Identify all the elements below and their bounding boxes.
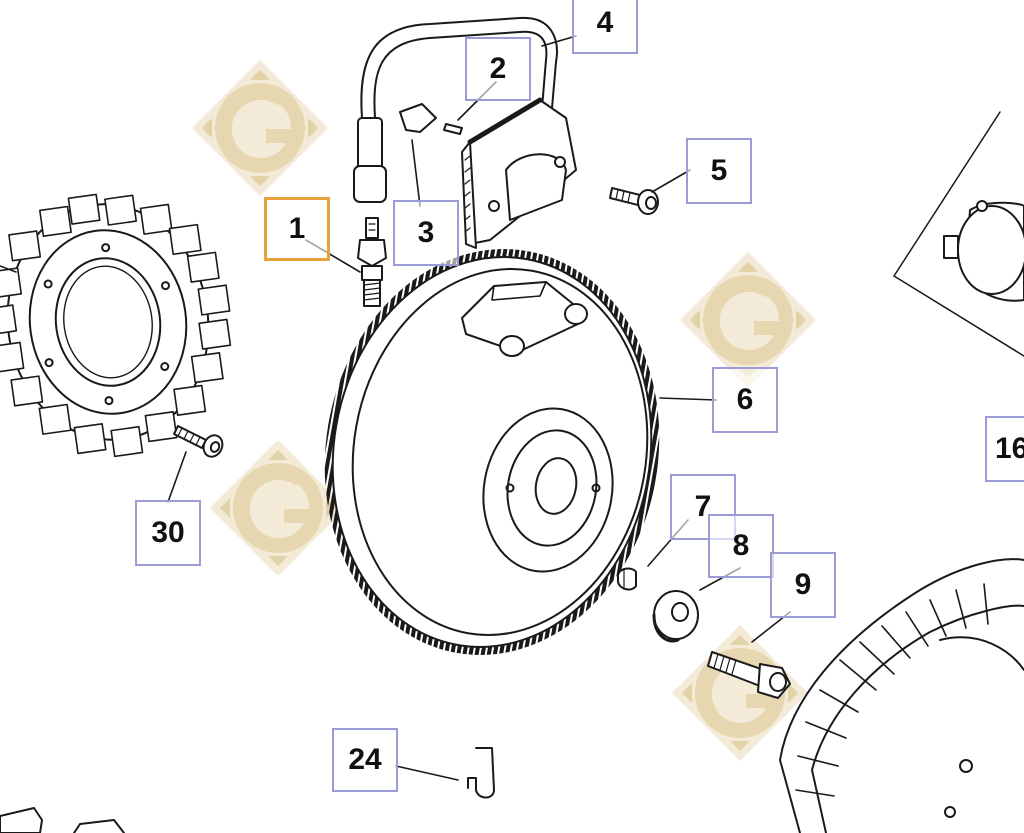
callout-part-24[interactable]: 24 — [332, 728, 398, 792]
inset-part-16 — [893, 111, 1024, 357]
callout-part-9[interactable]: 9 — [770, 552, 836, 618]
callout-part-4[interactable]: 4 — [572, 0, 638, 54]
stator-part — [0, 193, 232, 458]
bolt-part-5 — [609, 187, 659, 215]
callout-part-30[interactable]: 30 — [135, 500, 201, 566]
callout-part-1[interactable]: 1 — [264, 197, 330, 261]
callout-part-8[interactable]: 8 — [708, 514, 774, 578]
clip-part-24 — [467, 747, 495, 799]
washer-part-8 — [652, 590, 699, 643]
callout-part-16[interactable]: 16 — [985, 416, 1024, 482]
fan-housing-part — [779, 558, 1024, 833]
bolt-part-9 — [707, 651, 791, 699]
cropped-part-bottom-left — [0, 807, 125, 833]
callout-part-2[interactable]: 2 — [465, 37, 531, 101]
screw-part-30 — [173, 425, 224, 458]
key-part-7 — [617, 567, 637, 591]
ignition-coil-part — [353, 16, 577, 249]
flywheel-part — [324, 249, 660, 655]
callout-part-5[interactable]: 5 — [686, 138, 752, 204]
spark-plug-part — [357, 217, 387, 307]
callout-part-6[interactable]: 6 — [712, 367, 778, 433]
callout-part-3[interactable]: 3 — [393, 200, 459, 266]
